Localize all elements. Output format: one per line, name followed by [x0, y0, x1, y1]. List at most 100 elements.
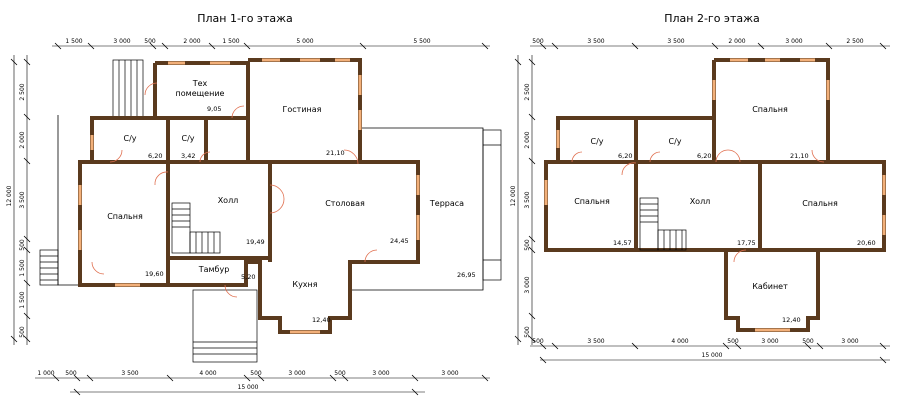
dim: 3 500	[667, 38, 684, 45]
room-name: Столовая	[325, 199, 365, 208]
room-area: 19,49	[246, 238, 265, 246]
room-area: 26,95	[457, 271, 476, 279]
room-area: 20,60	[857, 239, 876, 247]
room-area: 19,60	[145, 270, 164, 278]
dim: 500	[144, 38, 156, 45]
dim-total: 12 000	[6, 185, 13, 206]
plan-2-doors	[571, 149, 825, 263]
dim: 3 500	[19, 191, 26, 208]
dim: 2 000	[183, 38, 200, 45]
dim: 2 000	[728, 38, 745, 45]
dim: 3 000	[113, 38, 130, 45]
room-area: 5,20	[241, 273, 255, 281]
room-name: Спальня	[752, 105, 788, 114]
room-area: 6,20	[618, 152, 632, 160]
room-area: 12,40	[782, 316, 801, 324]
plan-2-left-dimensions: 2 500 2 000 3 500 500 3 000 500 12 000	[510, 55, 536, 345]
dim: 3 000	[524, 276, 531, 293]
dim: 5 500	[413, 38, 430, 45]
room-area: 12,40	[312, 316, 331, 324]
dim: 500	[802, 338, 814, 345]
room-name: Тамбур	[198, 265, 230, 274]
plan-1-bottom-dimensions: 1 000 500 3 500 4 000 500 3 000 500 3 00…	[35, 370, 490, 396]
plan-1-doors	[91, 82, 378, 298]
dim: 3 000	[441, 370, 458, 377]
dim: 3 500	[587, 38, 604, 45]
room-name: С/у	[668, 137, 681, 146]
plan-2-top-dimensions: 500 3 500 3 500 2 000 3 000 2 500	[530, 38, 890, 50]
room-name: Холл	[690, 197, 711, 206]
plan-1-terrace	[39, 59, 502, 363]
room-area: 6,20	[148, 152, 162, 160]
room-name: Спальня	[574, 197, 610, 206]
room-area: 24,45	[390, 237, 409, 245]
dim: 500	[19, 326, 26, 338]
dim: 2 500	[846, 38, 863, 45]
dim: 500	[532, 38, 544, 45]
dim: 3 000	[372, 370, 389, 377]
room-area: 21,10	[326, 149, 345, 157]
room-area: 17,75	[737, 239, 756, 247]
dim: 500	[250, 370, 262, 377]
room-area: 6,20	[697, 152, 711, 160]
dim: 500	[65, 370, 77, 377]
plan-2-walls	[544, 58, 886, 332]
dim: 3 000	[841, 338, 858, 345]
room-name: Кухня	[292, 280, 317, 289]
plan-1-top-dimensions: 1 500 3 000 500 2 000 1 500 5 000 5 500	[52, 38, 490, 50]
dim: 500	[334, 370, 346, 377]
dim-total: 12 000	[510, 185, 517, 206]
room-name: С/у	[123, 134, 136, 143]
plan-2-bottom-dimensions: 500 3 500 4 000 500 3 000 500 3 000 15 0…	[530, 338, 890, 364]
plan-1-rooms: Тех помещение 9,05 Гостиная 21,10 С/у 6,…	[107, 79, 475, 324]
dim-total: 15 000	[238, 384, 259, 391]
plan-1-windows	[78, 58, 420, 334]
plan-2-windows	[544, 58, 886, 332]
dim: 3 500	[121, 370, 138, 377]
dim: 1 500	[19, 291, 26, 308]
dim: 2 000	[19, 131, 26, 148]
room-name: С/у	[590, 137, 603, 146]
room-area: 3,42	[181, 152, 195, 160]
dim: 3 000	[785, 38, 802, 45]
plan-2-title: План 2-го этажа	[664, 12, 760, 25]
dim: 3 000	[761, 338, 778, 345]
room-name: Холл	[218, 196, 239, 205]
plan-2-rooms: С/у 6,20 С/у 6,20 Спальня 21,10 Спальня …	[574, 105, 875, 324]
dim: 500	[524, 239, 531, 251]
room-name: Гостиная	[283, 105, 322, 114]
dim: 500	[19, 239, 26, 251]
plan-1-walls	[78, 58, 420, 334]
dim: 1 500	[222, 38, 239, 45]
dim: 500	[532, 338, 544, 345]
dim: 1 500	[19, 259, 26, 276]
dim: 4 000	[671, 338, 688, 345]
room-name: Кабинет	[752, 282, 788, 291]
room-area: 21,10	[790, 152, 809, 160]
room-name: Тех	[192, 79, 208, 88]
plan-1: План 1-го этажа 1 500 3 000 500 2 000 1 …	[6, 12, 502, 396]
dim: 4 000	[199, 370, 216, 377]
dim: 5 000	[296, 38, 313, 45]
room-area: 14,57	[613, 239, 632, 247]
dim: 3 000	[288, 370, 305, 377]
dim: 500	[727, 338, 739, 345]
room-name: помещение	[176, 89, 225, 98]
dim: 3 500	[587, 338, 604, 345]
dim: 2 000	[524, 131, 531, 148]
dim: 1 500	[65, 38, 82, 45]
room-name: С/у	[181, 134, 194, 143]
dim: 500	[524, 326, 531, 338]
room-name: Спальня	[802, 199, 838, 208]
plan-2-staircase	[639, 197, 687, 251]
dim-total: 15 000	[702, 352, 723, 359]
plan-1-staircase	[171, 202, 221, 254]
dim: 3 500	[524, 191, 531, 208]
room-area: 9,05	[207, 105, 221, 113]
plan-2: План 2-го этажа 500 3 500 3 500 2 000 3 …	[510, 12, 890, 364]
room-name: Спальня	[107, 212, 143, 221]
plan-1-title: План 1-го этажа	[197, 12, 293, 25]
dim: 2 500	[19, 83, 26, 100]
plan-1-left-dimensions: 2 500 2 000 3 500 500 1 500 1 500 500 12…	[6, 55, 31, 345]
